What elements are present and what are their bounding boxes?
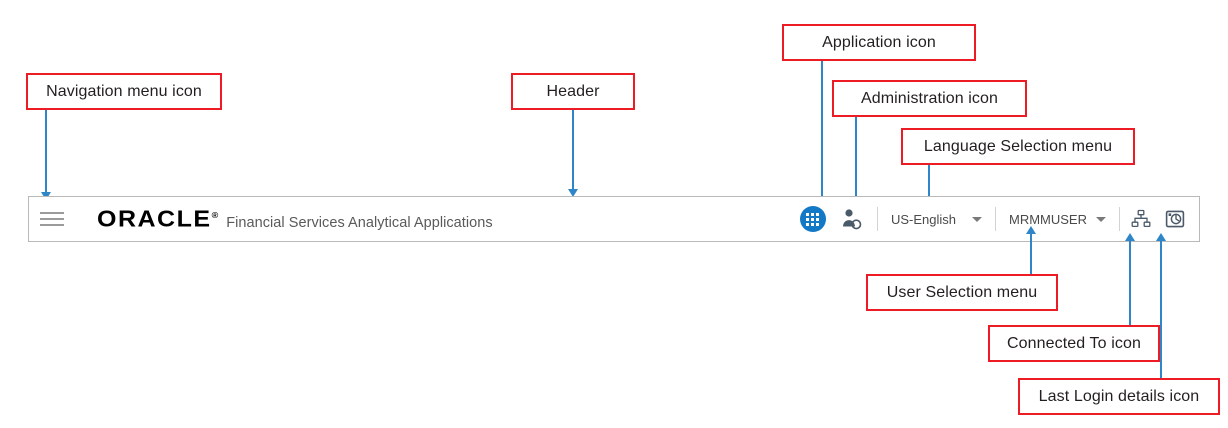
leader-arrowhead-header — [568, 189, 578, 197]
separator — [995, 207, 996, 231]
callout-label: Last Login details icon — [1038, 387, 1200, 405]
application-header-bar: ORACLE® Financial Services Analytical Ap… — [28, 196, 1200, 242]
user-selected-value: MRMMUSER — [1009, 211, 1087, 227]
clock-monitor-icon — [1165, 210, 1185, 228]
navigation-menu-icon[interactable] — [29, 196, 75, 242]
leader-line-user-selection-menu — [1030, 233, 1032, 274]
callout-label: User Selection menu — [886, 283, 1038, 301]
leader-arrowhead-last-login-details-icon — [1156, 233, 1166, 241]
connected-to-icon[interactable] — [1129, 207, 1153, 231]
chevron-down-icon — [972, 216, 982, 222]
language-selection-menu[interactable]: US-English — [887, 212, 986, 227]
oracle-logo-text: ORACLE — [97, 205, 212, 232]
separator — [1119, 207, 1120, 231]
callout-label: Connected To icon — [1007, 334, 1141, 352]
leader-line-language-selection-menu — [928, 165, 930, 205]
callout-last-login-details-icon: Last Login details icon — [1018, 378, 1220, 415]
header-right-tools: US-English MRMMUSER — [799, 197, 1199, 241]
user-selection-menu[interactable]: MRMMUSER — [1005, 212, 1110, 227]
separator — [876, 207, 878, 231]
leader-arrowhead-user-selection-menu — [1026, 226, 1036, 234]
hamburger-line — [40, 224, 64, 226]
callout-label: Navigation menu icon — [46, 82, 202, 100]
leader-line-navigation-menu-icon — [45, 110, 47, 193]
administration-icon[interactable] — [840, 207, 862, 231]
leader-arrowhead-connected-to-icon — [1125, 233, 1135, 241]
callout-user-selection-menu: User Selection menu — [866, 274, 1058, 311]
last-login-details-icon[interactable] — [1163, 207, 1187, 231]
callout-application-icon: Application icon — [782, 24, 976, 61]
user-gear-icon — [842, 209, 862, 230]
application-icon[interactable] — [799, 206, 826, 232]
callout-label: Administration icon — [860, 89, 999, 107]
leader-line-application-icon — [821, 61, 823, 197]
callout-connected-to-icon: Connected To icon — [988, 325, 1160, 362]
grid-icon — [806, 212, 820, 226]
callout-administration-icon: Administration icon — [832, 80, 1027, 117]
oracle-logo: ORACLE® — [97, 206, 218, 233]
callout-label: Header — [546, 82, 600, 100]
oracle-logo-registered-mark: ® — [211, 209, 219, 220]
language-selected-value: US-English — [890, 211, 956, 227]
application-title: Financial Services Analytical Applicatio… — [226, 214, 493, 231]
leader-line-administration-icon — [855, 117, 857, 200]
leader-line-connected-to-icon — [1129, 240, 1131, 325]
callout-label: Application icon — [822, 33, 936, 51]
callout-header: Header — [511, 73, 635, 110]
chevron-down-icon — [1096, 216, 1106, 222]
hamburger-line — [40, 212, 64, 214]
leader-line-last-login-details-icon — [1160, 240, 1162, 378]
hamburger-line — [40, 218, 64, 220]
callout-label: Language Selection menu — [923, 137, 1113, 155]
callout-language-selection-menu: Language Selection menu — [901, 128, 1135, 165]
leader-line-header — [572, 110, 574, 190]
hierarchy-icon — [1131, 209, 1151, 228]
brand: ORACLE® Financial Services Analytical Ap… — [97, 205, 493, 234]
callout-navigation-menu-icon: Navigation menu icon — [26, 73, 222, 110]
